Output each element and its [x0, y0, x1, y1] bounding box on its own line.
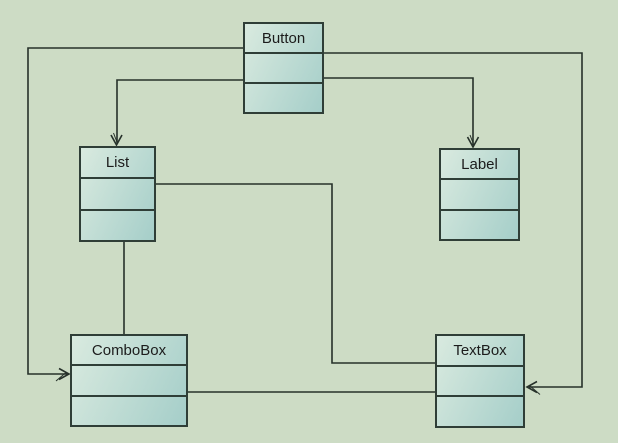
operations-compartment — [437, 397, 523, 426]
operations-compartment — [245, 84, 322, 112]
class-title-compartment: ComboBox — [72, 336, 186, 367]
arrowhead-icon — [58, 367, 71, 381]
class-title-compartment: List — [81, 148, 154, 180]
class-box-button[interactable]: Button — [243, 22, 324, 114]
edge-button-to-list[interactable] — [110, 79, 243, 147]
operations-compartment — [441, 211, 518, 239]
class-title-compartment: Button — [245, 24, 322, 54]
arrowhead-icon — [110, 134, 123, 147]
class-box-list[interactable]: List — [79, 146, 156, 242]
class-box-combobox[interactable]: ComboBox — [70, 334, 188, 427]
operations-compartment — [81, 211, 154, 240]
attributes-compartment — [245, 54, 322, 84]
attributes-compartment — [72, 366, 186, 397]
attributes-compartment — [81, 179, 154, 211]
arrowhead-icon — [525, 380, 538, 394]
class-title-compartment: Label — [441, 150, 518, 181]
edge-list-to-textbox[interactable] — [156, 183, 435, 364]
class-name: ComboBox — [91, 341, 167, 359]
class-box-label[interactable]: Label — [439, 148, 520, 241]
edge-button-to-label[interactable] — [324, 77, 480, 149]
class-name: Label — [461, 155, 498, 173]
attributes-compartment — [437, 367, 523, 398]
edge-button-to-textbox[interactable] — [324, 52, 583, 395]
edge-button-to-combobox[interactable] — [27, 47, 243, 382]
class-name: TextBox — [453, 341, 507, 359]
attributes-compartment — [441, 180, 518, 211]
operations-compartment — [72, 397, 186, 425]
arrowhead-icon — [466, 136, 480, 149]
class-name: List — [105, 154, 130, 172]
class-title-compartment: TextBox — [437, 336, 523, 367]
class-name: Button — [261, 29, 306, 47]
class-box-textbox[interactable]: TextBox — [435, 334, 525, 428]
